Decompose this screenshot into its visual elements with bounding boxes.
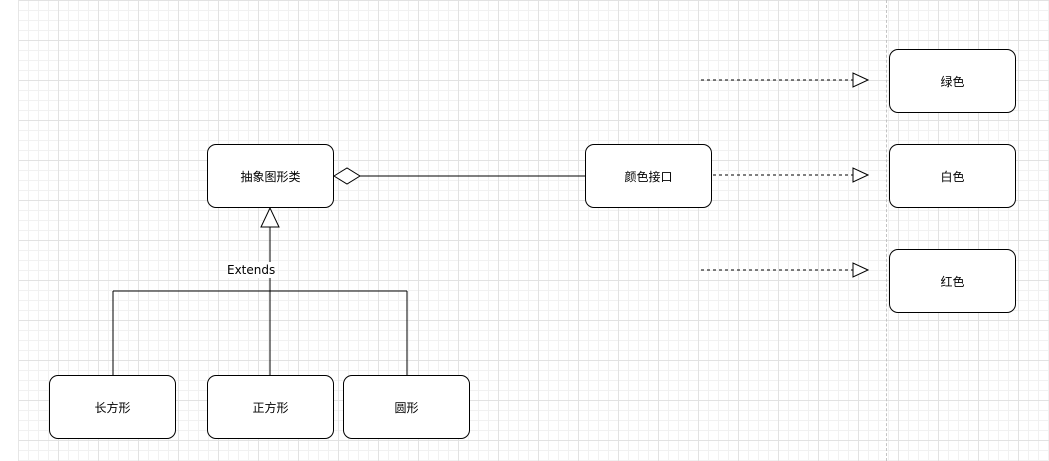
page-break-line	[886, 0, 887, 461]
red-node[interactable]: 红色	[889, 249, 1016, 313]
circle-node[interactable]: 圆形	[343, 375, 470, 439]
realization-arrowhead-white	[852, 167, 870, 183]
green-node[interactable]: 绿色	[889, 49, 1016, 113]
square-node[interactable]: 正方形	[207, 375, 334, 439]
color-interface-node[interactable]: 颜色接口	[585, 144, 712, 208]
inheritance-arrowhead	[260, 206, 280, 228]
abstract-shape-node[interactable]: 抽象图形类	[207, 144, 334, 208]
realization-arrowhead-red	[852, 262, 870, 278]
extends-label: Extends	[227, 262, 276, 278]
canvas-left-strip	[0, 0, 19, 461]
aggregation-diamond	[333, 167, 361, 185]
rectangle-node[interactable]: 长方形	[49, 375, 176, 439]
realization-arrowhead-green	[852, 72, 870, 88]
white-node[interactable]: 白色	[889, 144, 1016, 208]
